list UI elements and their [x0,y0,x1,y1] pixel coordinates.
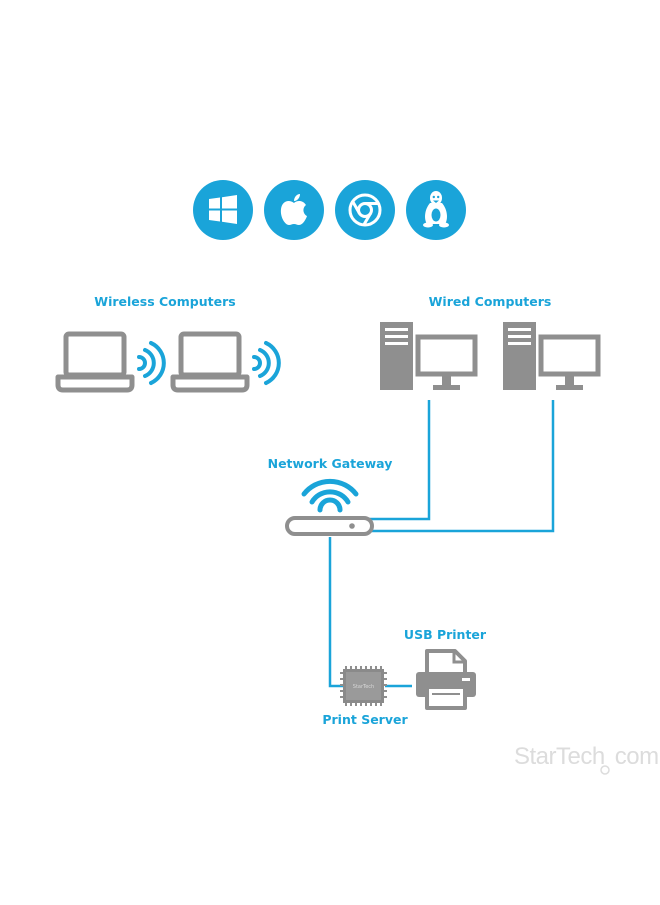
desktop-tower-icon [380,322,413,390]
label-usb-printer: USB Printer [403,627,487,642]
network-gateway [285,478,374,536]
brand-name-start: StarTech [514,743,605,770]
wireless-computers [55,331,281,393]
windows-icon [193,180,253,240]
monitor-icon [538,334,601,390]
startech-logo: StarTech com [514,743,659,771]
print-server-icon: StarTech [340,666,387,706]
wired-computers [380,322,601,390]
label-wired-computers: Wired Computers [428,294,552,309]
linux-icon [406,180,466,240]
print-server-device-text: StarTech [353,684,374,690]
laptop-icon [170,331,250,393]
label-network-gateway: Network Gateway [267,456,393,471]
brand-name-end: com [614,743,659,770]
apple-icon [264,180,324,240]
wifi-signal-icon [252,341,281,385]
monitor-icon [415,334,478,390]
os-icons [193,180,466,240]
network-cables [328,400,555,688]
label-wireless-computers: Wireless Computers [94,294,236,309]
router-icon [285,516,374,536]
desktop-tower-icon [503,322,536,390]
laptop-icon [55,331,135,393]
label-print-server: Print Server [322,712,408,727]
wifi-signal-icon [137,341,166,385]
chrome-icon [335,180,395,240]
printer-icon [416,649,476,710]
brand-dot-icon [600,765,610,775]
wifi-signal-icon [301,478,359,513]
